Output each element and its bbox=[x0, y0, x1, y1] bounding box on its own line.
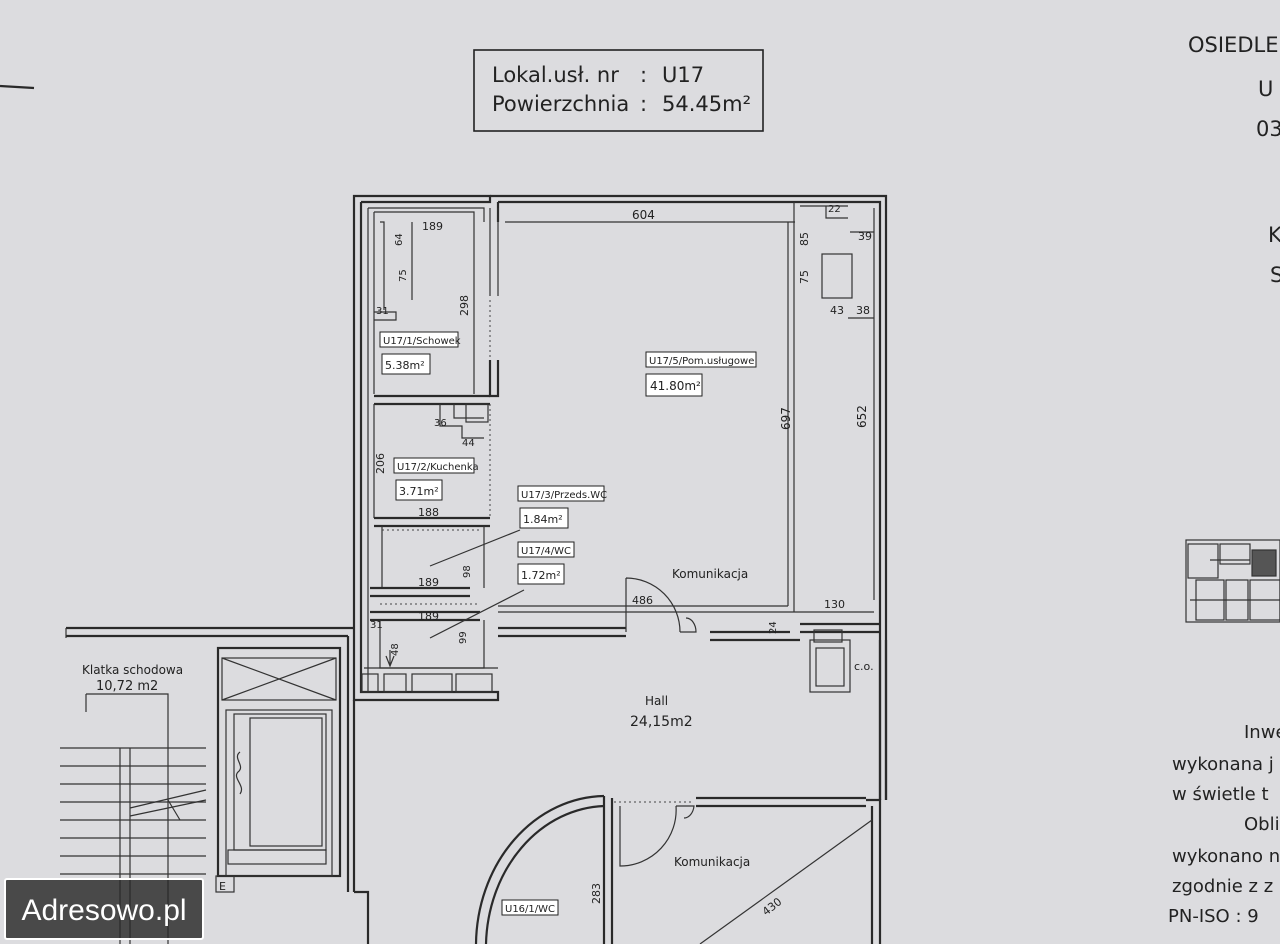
right-margin-notes: Inwe wykonana j w świetle t Obli wykonan… bbox=[1168, 722, 1280, 927]
margin-note-5: zgodnie z z bbox=[1172, 876, 1273, 897]
dim-44: 44 bbox=[462, 438, 475, 449]
header-line2-colon: : bbox=[640, 92, 647, 116]
room-hall: Hall 24,15m2 bbox=[352, 640, 888, 944]
kuchenka-name: U17/2/Kuchenka bbox=[397, 462, 479, 473]
dim-75-right: 75 bbox=[798, 270, 811, 284]
co-label: c.o. bbox=[854, 660, 874, 673]
pom-name: U17/5/Pom.usługowe bbox=[649, 356, 754, 367]
margin-top-1: U bbox=[1258, 77, 1273, 101]
margin-note-1: wykonana j bbox=[1172, 754, 1274, 775]
pom-label-box bbox=[645, 351, 757, 368]
dim-98: 98 bbox=[462, 565, 473, 578]
dim-188: 188 bbox=[418, 506, 439, 519]
przeds-area: 1.84m² bbox=[523, 513, 563, 526]
komunikacja-lower: Komunikacja bbox=[674, 855, 750, 869]
key-plan-thumbnail bbox=[1185, 539, 1280, 623]
header-line2-label: Powierzchnia bbox=[492, 92, 629, 116]
dim-298: 298 bbox=[458, 295, 471, 316]
dim-64: 64 bbox=[394, 233, 405, 246]
dim-652: 652 bbox=[855, 405, 869, 428]
schowek-area: 5.38m² bbox=[385, 359, 425, 372]
dim-130: 130 bbox=[824, 598, 845, 611]
dim-189-mid: 189 bbox=[418, 576, 439, 589]
dim-697: 697 bbox=[779, 407, 793, 430]
klatka-area: 10,72 m2 bbox=[96, 679, 158, 694]
wc-label-box bbox=[517, 541, 575, 558]
dim-36: 36 bbox=[434, 418, 447, 429]
przeds-label-box bbox=[517, 485, 605, 502]
kuchenka-area-box bbox=[395, 479, 443, 501]
header-line1-value: U17 bbox=[662, 63, 704, 87]
room-pom-uslugowe: U17/5/Pom.usługowe 41.80m² 604 22 85 39 … bbox=[498, 202, 880, 642]
dim-48: 48 bbox=[390, 643, 401, 656]
margin-note-6: PN-ISO : 9 bbox=[1168, 906, 1259, 927]
margin-note-4: wykonano n bbox=[1172, 846, 1280, 867]
margin-mid-0: K bbox=[1268, 223, 1280, 247]
wc-area-box bbox=[517, 563, 565, 585]
pom-area-box bbox=[645, 373, 703, 397]
dim-31-top: 31 bbox=[376, 306, 389, 317]
hall-area: 24,15m2 bbox=[630, 714, 693, 730]
dim-486: 486 bbox=[632, 594, 653, 607]
lift-e-label: E bbox=[219, 880, 226, 893]
u16wc-name: U16/1/WC bbox=[505, 904, 555, 915]
room-schowek: U17/1/Schowek 5.38m² 189 64 75 298 31 bbox=[373, 211, 500, 406]
przeds-area-box bbox=[519, 507, 569, 529]
u17-outer-walls bbox=[352, 194, 888, 800]
dim-24: 24 bbox=[768, 621, 779, 634]
dim-31-low: 31 bbox=[370, 620, 383, 631]
margin-note-0: Inwe bbox=[1244, 722, 1280, 743]
dim-604: 604 bbox=[632, 208, 655, 222]
klatka-name: Klatka schodowa bbox=[82, 663, 183, 677]
dim-39: 39 bbox=[858, 230, 872, 243]
margin-top-0: OSIEDLE bbox=[1188, 33, 1278, 57]
margin-note-3: Obli bbox=[1244, 814, 1280, 835]
co-shaft: c.o. bbox=[809, 629, 874, 693]
komunikacja-upper: Komunikacja bbox=[672, 567, 748, 581]
przeds-name: U17/3/Przeds.WC bbox=[521, 490, 607, 501]
schowek-label-box bbox=[379, 331, 459, 348]
watermark: Adresowo.pl bbox=[4, 878, 204, 940]
dim-85: 85 bbox=[798, 232, 811, 246]
dim-43: 43 bbox=[830, 304, 844, 317]
wc-area: 1.72m² bbox=[521, 569, 561, 582]
dim-22: 22 bbox=[828, 204, 841, 215]
dim-75-left: 75 bbox=[398, 269, 409, 282]
margin-mid-1: S bbox=[1270, 263, 1280, 287]
wc-name: U17/4/WC bbox=[521, 546, 571, 557]
kuchenka-area: 3.71m² bbox=[399, 485, 439, 498]
dim-189-top: 189 bbox=[422, 220, 443, 233]
dim-189-low: 189 bbox=[418, 610, 439, 623]
room-wc-block: 98 189 189 31 99 48 U17/3/Przeds.WC 1.84… bbox=[361, 485, 607, 693]
schowek-area-box bbox=[381, 353, 431, 375]
lift-shaft: E bbox=[215, 646, 342, 893]
right-margin-text: OSIEDLE U 03 K S bbox=[1188, 33, 1280, 287]
margin-top-2: 03 bbox=[1256, 117, 1280, 141]
staircase: Klatka schodowa 10,72 m2 bbox=[60, 626, 370, 944]
dim-206: 206 bbox=[374, 453, 387, 474]
margin-note-2: w świetle t bbox=[1172, 784, 1269, 805]
corner-mark bbox=[0, 84, 35, 90]
header-line2-value: 54.45m² bbox=[662, 92, 751, 116]
u16wc-label-box bbox=[501, 899, 559, 916]
lower-area-u16: Komunikacja U16/1/WC 283 430 bbox=[474, 794, 873, 944]
schowek-name: U17/1/Schowek bbox=[383, 336, 461, 347]
pom-area: 41.80m² bbox=[650, 379, 701, 393]
header-box: Lokal.usł. nr : U17 Powierzchnia : 54.45… bbox=[473, 49, 764, 132]
dim-99: 99 bbox=[458, 631, 469, 644]
dim-38: 38 bbox=[856, 304, 870, 317]
header-line1-colon: : bbox=[640, 63, 647, 87]
room-kuchenka: U17/2/Kuchenka 3.71m² 36 44 206 188 bbox=[373, 403, 491, 528]
header-line1-label: Lokal.usł. nr bbox=[492, 63, 619, 87]
kuchenka-label-box bbox=[393, 457, 475, 474]
hall-name: Hall bbox=[645, 694, 668, 708]
dim-283: 283 bbox=[590, 883, 603, 904]
